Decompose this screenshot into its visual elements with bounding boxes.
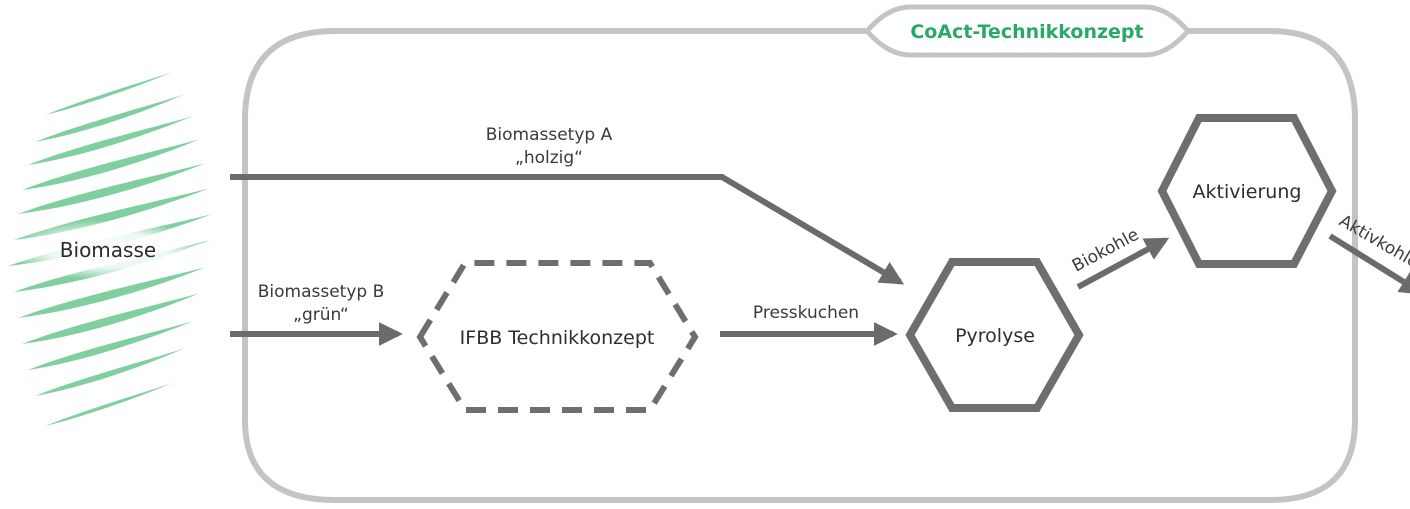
ifbb-node-label: IFBB Technikkonzept (460, 327, 655, 349)
aktivierung-node-label: Aktivierung (1193, 181, 1302, 203)
ifbb-node (416, 260, 699, 413)
biomass-glow (8, 220, 208, 280)
pyrolyse-node (905, 258, 1084, 412)
arrow-biokohle (1076, 237, 1170, 290)
aktivierung-node (1157, 114, 1337, 268)
coact-frame (242, 28, 1358, 503)
type-a-label-line1: Biomassetyp A (486, 125, 613, 145)
frame-title-tab (863, 4, 1192, 58)
pyrolyse-node-label: Pyrolyse (955, 325, 1035, 347)
frame-title: CoAct-Technikkonzept (910, 21, 1143, 43)
type-a-label-line2: „holzig“ (515, 148, 583, 168)
arrow-type-a (230, 174, 905, 285)
type-b-label-line2: „grün“ (293, 305, 349, 325)
presskuchen-label: Presskuchen (753, 303, 859, 323)
type-b-label-line1: Biomassetyp B (258, 282, 385, 302)
biomass-label: Biomasse (60, 238, 156, 262)
arrow-aktivkohle (1328, 233, 1410, 295)
